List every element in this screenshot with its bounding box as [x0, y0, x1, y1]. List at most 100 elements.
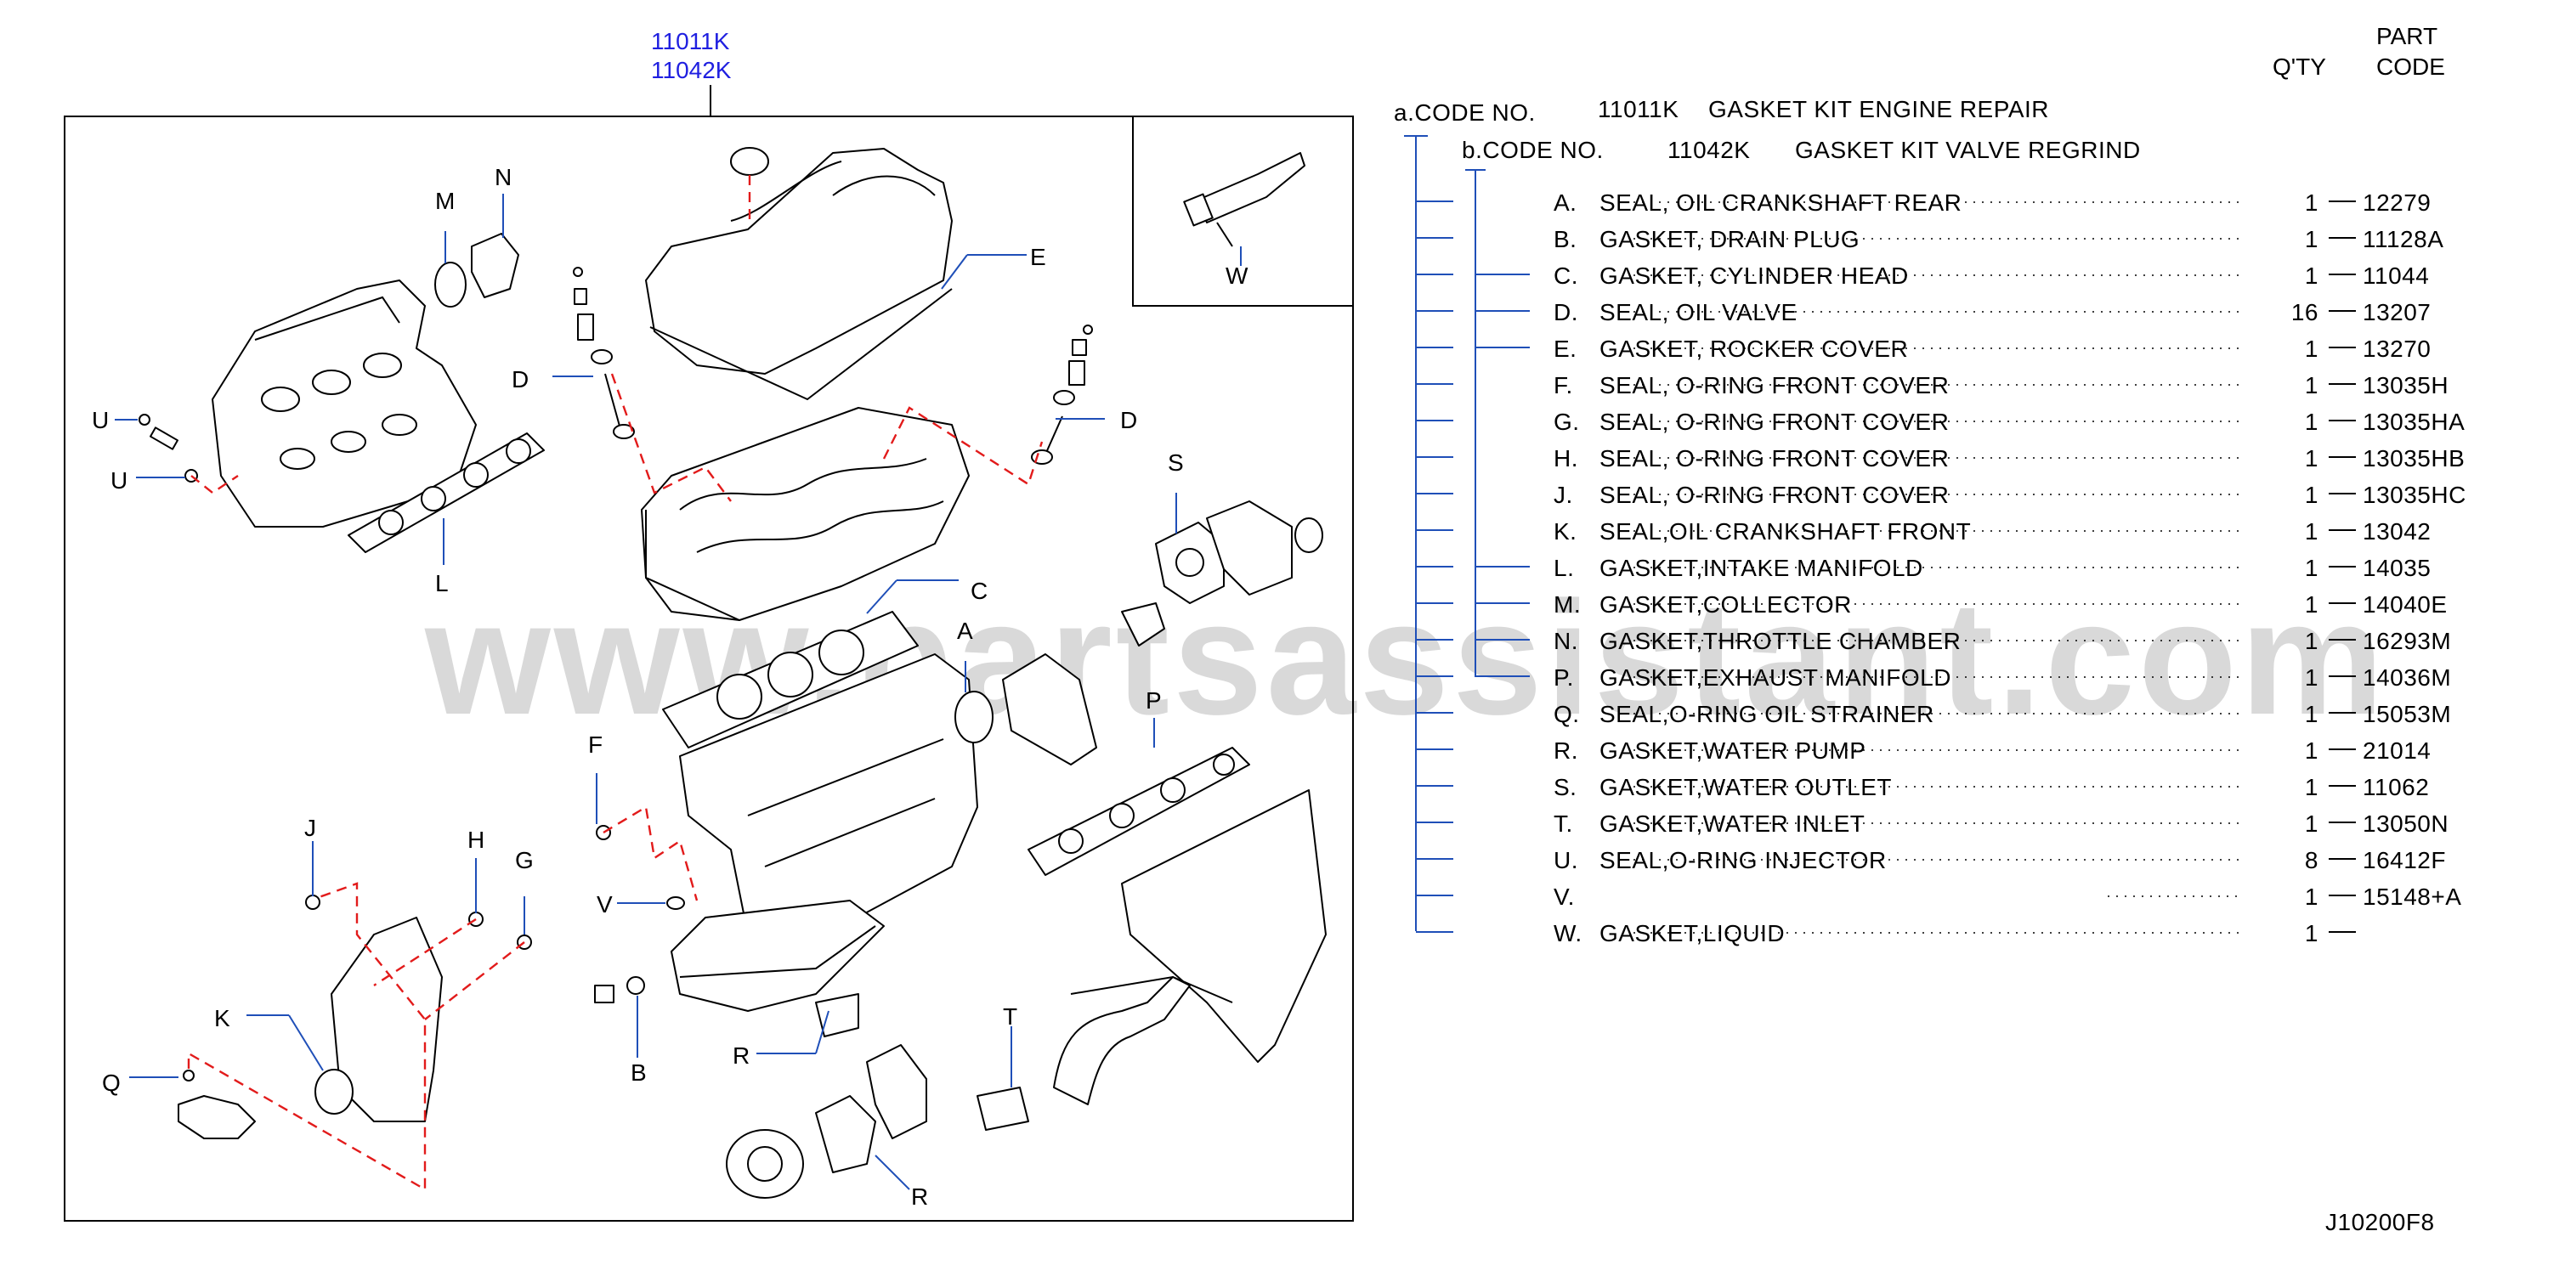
callout-e: E — [1030, 244, 1046, 270]
part-name: GASKET,COLLECTOR — [1599, 591, 1852, 618]
callout-t: T — [1003, 1003, 1017, 1030]
part-qty: 1 — [2305, 701, 2318, 727]
part-code: 11044 — [2363, 263, 2429, 289]
part-qty: 16 — [2291, 299, 2318, 325]
kit-a-code[interactable]: 11011K — [1598, 96, 1679, 122]
intake-manifold-gasket-icon[interactable] — [348, 432, 545, 553]
part-qty: 1 — [2305, 774, 2318, 800]
engine-block-icon[interactable] — [671, 653, 978, 1012]
part-letter: U. — [1554, 847, 1578, 873]
part-name: SEAL, OIL CRANKSHAFT REAR — [1599, 189, 1962, 216]
part-qty: 1 — [2305, 189, 2318, 216]
part-code: 15148+A — [2363, 884, 2461, 910]
collector-gasket-icon[interactable] — [434, 262, 467, 308]
part-qty: 1 — [2305, 409, 2318, 435]
part-code: 12279 — [2363, 189, 2431, 216]
part-code: 14035 — [2363, 555, 2431, 581]
valve-oil-seal-left-icon[interactable] — [573, 267, 635, 439]
part-code: 14036M — [2363, 664, 2451, 691]
part-code: 13050N — [2363, 810, 2449, 837]
part-name: GASKET,WATER PUMP — [1599, 737, 1865, 764]
injector-seal-icon[interactable] — [139, 414, 198, 483]
valve-oil-seal-right-icon[interactable] — [1031, 325, 1093, 465]
callout-p: P — [1146, 687, 1162, 714]
intake-manifold-icon[interactable] — [212, 280, 477, 528]
part-letter: H. — [1554, 445, 1578, 472]
front-cover-oring-j-icon[interactable] — [305, 895, 320, 910]
kit-a-prefix: a.CODE NO. — [1394, 99, 1536, 126]
callout-labels: E C A D D M N L U U S P F G H J K Q V B … — [92, 164, 1248, 1210]
part-letter: T. — [1554, 810, 1573, 837]
thermostat-icon — [1121, 602, 1165, 647]
throttle-chamber-gasket-icon[interactable] — [471, 233, 519, 298]
alignment-line — [610, 373, 732, 502]
part-qty: 1 — [2305, 518, 2318, 545]
v-seal-icon[interactable] — [666, 896, 685, 910]
cylinder-head-icon[interactable] — [641, 407, 970, 621]
part-code: 16412F — [2363, 847, 2446, 873]
callout-k: K — [214, 1005, 230, 1031]
liquid-gasket-tube-icon[interactable] — [1183, 152, 1305, 247]
part-name: SEAL, O-RING FRONT COVER — [1599, 482, 1949, 508]
part-qty: 1 — [2305, 482, 2318, 508]
part-name: SEAL, O-RING FRONT COVER — [1599, 409, 1949, 435]
water-inlet-gasket-icon[interactable] — [977, 976, 1191, 1131]
part-code-header-line2: CODE — [2376, 54, 2445, 80]
exhaust-manifold-gasket-icon[interactable] — [1028, 747, 1250, 876]
callout-f: F — [588, 731, 603, 758]
kit-a-code-top[interactable]: 11011K — [651, 28, 730, 54]
parts-list-row[interactable]: A. SEAL, OIL CRANKSHAFT REAR 1 12279 — [1416, 189, 2431, 216]
callout-h: H — [467, 827, 484, 853]
callout-leaders — [115, 194, 1242, 1190]
part-letter: R. — [1554, 737, 1578, 764]
alignment-line — [882, 406, 1044, 486]
part-letter: P. — [1554, 664, 1574, 691]
part-qty: 1 — [2305, 226, 2318, 252]
part-qty: 1 — [2305, 664, 2318, 691]
cylinder-head-gasket-icon[interactable] — [662, 611, 919, 748]
part-qty: 1 — [2305, 737, 2318, 764]
part-name: SEAL, O-RING FRONT COVER — [1599, 445, 1949, 472]
part-name: SEAL, O-RING FRONT COVER — [1599, 372, 1949, 398]
water-outlet-gasket-icon[interactable] — [1155, 500, 1323, 604]
kit-b-code-top[interactable]: 11042K — [651, 57, 732, 83]
part-name: SEAL,OIL CRANKSHAFT FRONT — [1599, 518, 1971, 545]
oil-strainer-icon[interactable] — [178, 1070, 256, 1139]
part-code: 13035HA — [2363, 409, 2465, 435]
part-letter: A. — [1554, 189, 1577, 216]
part-letter: V. — [1554, 884, 1575, 910]
callout-g: G — [515, 847, 534, 873]
part-qty: 1 — [2305, 263, 2318, 289]
parts-list-row[interactable]: G. SEAL, O-RING FRONT COVER 1 13035HA — [1416, 409, 2465, 435]
part-qty: 1 — [2305, 591, 2318, 618]
part-letter: E. — [1554, 336, 1577, 362]
part-letter: L. — [1554, 555, 1574, 581]
kit-b-code[interactable]: 11042K — [1667, 137, 1750, 163]
crankshaft-rear-seal-icon[interactable] — [954, 691, 994, 743]
part-code: 11062 — [2363, 774, 2429, 800]
water-pump-icon[interactable] — [726, 993, 927, 1199]
part-letter: G. — [1554, 409, 1580, 435]
timing-cover-icon[interactable] — [314, 917, 443, 1122]
rocker-cover-icon[interactable] — [645, 147, 953, 401]
drain-plug-gasket-icon[interactable] — [594, 976, 645, 1003]
